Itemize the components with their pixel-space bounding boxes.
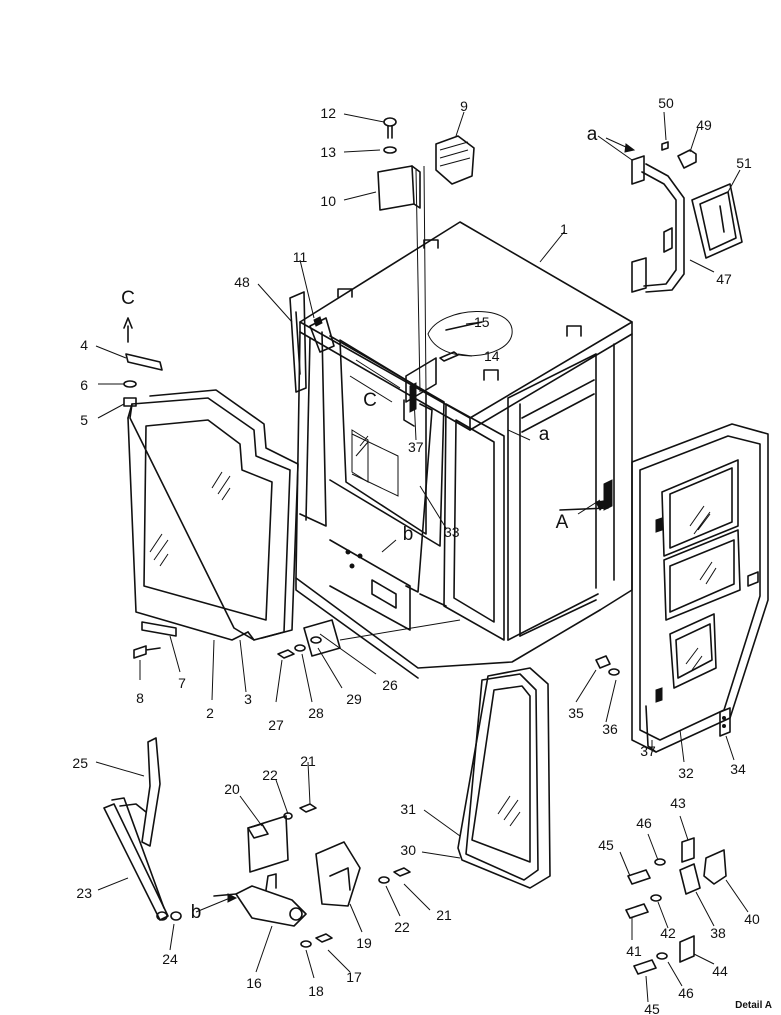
wiper-assembly [103, 737, 182, 921]
label-42: 42 [660, 925, 676, 941]
label-30: 30 [400, 842, 416, 858]
cab-door [595, 423, 769, 753]
letter-c-cab: C [363, 390, 377, 411]
label-14: 14 [484, 348, 500, 364]
mirror-assembly [631, 141, 743, 293]
front-window [123, 317, 299, 659]
label-23: 23 [76, 885, 92, 901]
label-3: 3 [244, 691, 252, 707]
label-27: 27 [268, 717, 284, 733]
part-labels: 9 12 13 10 1 11 48 15 14 37 33 50 49 51 … [72, 95, 760, 1015]
label-11: 11 [293, 249, 308, 265]
letter-a-cab: a [539, 424, 550, 445]
label-43: 43 [670, 795, 686, 811]
label-24: 24 [162, 951, 178, 967]
label-6: 6 [80, 377, 88, 393]
label-37-top: 37 [408, 439, 424, 455]
label-7: 7 [178, 675, 186, 691]
label-16: 16 [246, 975, 262, 991]
label-13: 13 [320, 144, 336, 160]
wiper-motor [213, 803, 411, 948]
label-22-bottom: 22 [394, 919, 410, 935]
label-46-bottom: 46 [678, 985, 694, 1001]
label-33: 33 [444, 524, 460, 540]
label-2: 2 [206, 705, 214, 721]
label-34: 34 [730, 761, 746, 777]
label-19: 19 [356, 935, 372, 951]
letter-b-cab: b [403, 524, 414, 545]
label-38: 38 [710, 925, 726, 941]
detail-a-caption: Detail A [735, 1000, 772, 1011]
label-46-top: 46 [636, 815, 652, 831]
label-5: 5 [80, 412, 88, 428]
side-window [457, 667, 551, 889]
label-31: 31 [400, 801, 416, 817]
label-9: 9 [460, 98, 468, 114]
label-45-bottom: 45 [644, 1001, 660, 1015]
label-35: 35 [568, 705, 584, 721]
label-41: 41 [626, 943, 642, 959]
letter-b-motor: b [191, 902, 202, 923]
letter-A-view: A [556, 512, 569, 533]
label-26: 26 [382, 677, 398, 693]
label-21-bottom: 21 [436, 907, 452, 923]
label-15: 15 [474, 314, 490, 330]
label-12: 12 [320, 105, 336, 121]
label-8: 8 [136, 690, 144, 706]
leader-lines [95, 111, 749, 1003]
cab-body [289, 165, 633, 679]
label-21-top: 21 [300, 753, 316, 769]
label-17: 17 [346, 969, 362, 985]
label-22-top: 22 [262, 767, 278, 783]
label-37-bottom: 37 [640, 743, 656, 759]
label-51: 51 [736, 155, 752, 171]
label-36: 36 [602, 721, 618, 737]
label-28: 28 [308, 705, 324, 721]
label-48: 48 [234, 274, 250, 290]
label-47: 47 [716, 271, 732, 287]
detail-a-hardware [625, 837, 727, 975]
label-40: 40 [744, 911, 760, 927]
cover-plate [277, 619, 341, 659]
label-50: 50 [658, 95, 674, 111]
work-lamp [377, 117, 475, 211]
reference-letters: C C a a b b A [121, 124, 598, 923]
letter-a-mirror: a [587, 124, 598, 145]
label-18: 18 [308, 983, 324, 999]
letter-c-window: C [121, 288, 135, 309]
label-29: 29 [346, 691, 362, 707]
label-4: 4 [80, 337, 88, 353]
label-32: 32 [678, 765, 694, 781]
label-45-top: 45 [598, 837, 614, 853]
label-1: 1 [560, 221, 568, 237]
label-49: 49 [696, 117, 712, 133]
label-25: 25 [72, 755, 88, 771]
label-10: 10 [320, 193, 336, 209]
label-44: 44 [712, 963, 728, 979]
label-20: 20 [224, 781, 240, 797]
